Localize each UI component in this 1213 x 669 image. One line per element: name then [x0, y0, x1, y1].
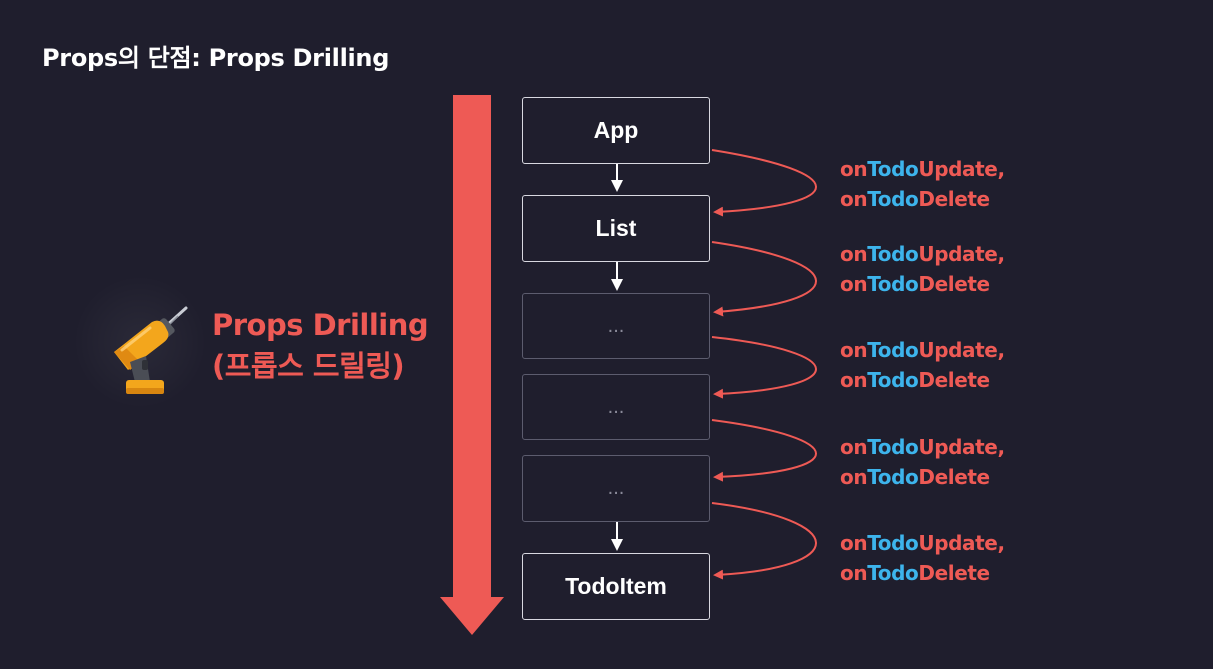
prop-label-5: onTodoUpdate, onTodoDelete [840, 528, 1005, 588]
prop-on: on [840, 368, 868, 392]
prop-on: on [840, 435, 868, 459]
prop-delete: Delete [918, 368, 990, 392]
prop-delete: Delete [918, 272, 990, 296]
prop-todo: Todo [867, 561, 919, 585]
prop-update: Update, [918, 531, 1005, 555]
prop-on: on [840, 272, 868, 296]
node-intermediate-1: ... [522, 293, 710, 359]
prop-label-2: onTodoUpdate, onTodoDelete [840, 239, 1005, 299]
drill-icon [114, 306, 188, 394]
prop-update: Update, [918, 242, 1005, 266]
prop-label-1: onTodoUpdate, onTodoDelete [840, 154, 1005, 214]
prop-todo: Todo [867, 465, 919, 489]
prop-todo: Todo [867, 187, 919, 211]
prop-delete: Delete [918, 465, 990, 489]
prop-todo: Todo [867, 368, 919, 392]
node-todoitem: TodoItem [522, 553, 710, 620]
prop-todo: Todo [867, 272, 919, 296]
prop-on: on [840, 531, 868, 555]
drilling-arrow-head [440, 597, 504, 635]
prop-update: Update, [918, 338, 1005, 362]
prop-todo: Todo [867, 531, 919, 555]
prop-on: on [840, 561, 868, 585]
prop-on: on [840, 242, 868, 266]
slide-title: Props의 단점: Props Drilling [42, 44, 390, 72]
prop-todo: Todo [867, 338, 919, 362]
prop-update: Update, [918, 435, 1005, 459]
prop-on: on [840, 338, 868, 362]
drill-label-en: Props Drilling [212, 308, 429, 342]
prop-on: on [840, 157, 868, 181]
drill-label-ko: (프롭스 드릴링) [212, 349, 405, 383]
prop-todo: Todo [867, 157, 919, 181]
prop-label-4: onTodoUpdate, onTodoDelete [840, 432, 1005, 492]
prop-arrow-2 [711, 241, 817, 317]
node-app: App [522, 97, 710, 164]
node-intermediate-3: ... [522, 455, 710, 522]
prop-on: on [840, 465, 868, 489]
prop-arrow-4 [711, 419, 817, 482]
prop-arrow-3 [711, 336, 817, 399]
prop-label-3: onTodoUpdate, onTodoDelete [840, 335, 1005, 395]
prop-arrow-5 [711, 502, 817, 580]
prop-todo: Todo [867, 242, 919, 266]
drilling-arrow-shaft [453, 95, 491, 600]
prop-update: Update, [918, 157, 1005, 181]
prop-delete: Delete [918, 561, 990, 585]
prop-arrow-1 [711, 149, 817, 217]
prop-on: on [840, 187, 868, 211]
prop-todo: Todo [867, 435, 919, 459]
prop-delete: Delete [918, 187, 990, 211]
node-list: List [522, 195, 710, 262]
drill-label: Props Drilling (프롭스 드릴링) [212, 305, 429, 387]
node-intermediate-2: ... [522, 374, 710, 440]
